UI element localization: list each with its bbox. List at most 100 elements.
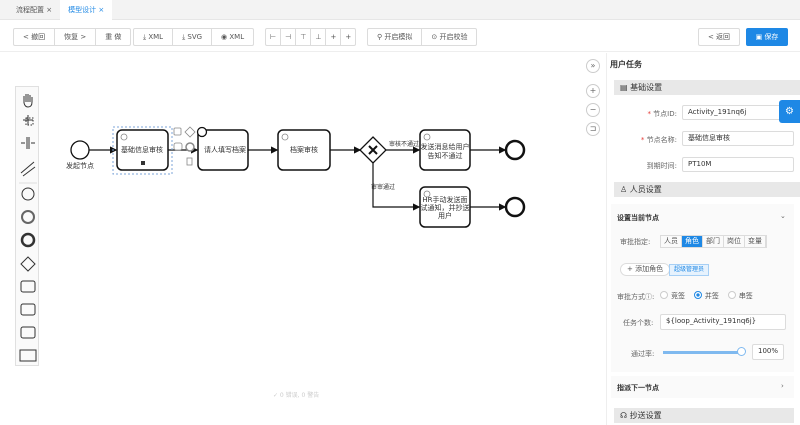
assign-type-segment: 人员 角色 部门 岗位 变量 — [660, 235, 767, 248]
document-icon: ▤ — [620, 83, 631, 92]
section-people[interactable]: ♙ 人员设置 — [614, 182, 800, 197]
task2-label: 请人填写档案 — [204, 145, 246, 154]
add-role-button[interactable]: + 添加角色 — [620, 263, 671, 276]
subprocess-icon[interactable] — [20, 326, 36, 339]
radio-parallel-label: 并签 — [704, 292, 719, 300]
gear-icon[interactable]: ⚙ — [779, 100, 800, 123]
undo-button[interactable]: < 撤回 — [14, 29, 56, 45]
task4-label-1: 发送消息给用户 — [421, 142, 470, 151]
assign-option-person[interactable]: 人员 — [661, 236, 682, 247]
task5-label-3: 用户 — [438, 211, 452, 220]
preview-xml-button[interactable]: ◉ XML — [221, 33, 245, 41]
task3-label: 档案审核 — [290, 145, 318, 154]
align-top-button[interactable]: ⊤ — [296, 29, 312, 45]
end-event-2[interactable] — [504, 196, 526, 218]
start-event-icon[interactable] — [21, 187, 35, 201]
simulate-button[interactable]: ⚲ 开启模拟 — [368, 29, 423, 45]
radio-serial[interactable] — [727, 291, 736, 299]
tool-palette — [15, 86, 39, 366]
space-tool-icon[interactable] — [21, 137, 35, 149]
section-people-label: 人员设置 — [629, 185, 662, 194]
task-icon[interactable] — [20, 280, 36, 293]
radio-parallel[interactable] — [693, 291, 702, 299]
assign-option-dept[interactable]: 部门 — [703, 236, 724, 247]
tab-process-config[interactable]: 流程配置 × — [16, 6, 53, 14]
node-id-label: 节点ID: — [653, 110, 677, 118]
align-center-button[interactable]: + — [326, 29, 342, 45]
node-name-input[interactable]: 基础信息审核 — [682, 131, 794, 146]
align-left-button[interactable]: ⊢ — [266, 29, 282, 45]
bpmn-canvas[interactable]: 发起节点 基础信息审核 请人填写档案 档案审核 发送消息给用户 告知不通过 HR… — [0, 53, 580, 425]
pool-icon[interactable] — [19, 349, 37, 362]
align-right-button[interactable]: ⊣ — [281, 29, 297, 45]
align-group: ⊢ ⊣ ⊤ ⊥ + + — [265, 28, 357, 46]
due-input[interactable]: PT10M — [682, 157, 794, 172]
chevron-down-icon[interactable]: ⌄ — [780, 212, 786, 220]
user-task-icon[interactable] — [20, 303, 36, 316]
collapse-panel-icon[interactable]: » — [586, 59, 600, 73]
radio-compete-label: 竞签 — [671, 292, 685, 300]
pass-rate-label: 通过率: — [631, 350, 655, 358]
pass-rate-slider-thumb[interactable] — [737, 347, 746, 356]
user-icon: ♙ — [620, 185, 630, 194]
align-bottom-button[interactable]: ⊥ — [311, 29, 327, 45]
section-cc-label: 抄送设置 — [629, 411, 662, 420]
back-button[interactable]: < 返回 — [698, 28, 740, 46]
task-basic-info-review[interactable] — [116, 129, 169, 171]
method-label: 审批方式ⓘ: — [617, 293, 655, 301]
export-group: ⤓ XML ⤓ SVG ◉ XML — [133, 28, 255, 46]
hand-tool-icon[interactable] — [23, 94, 33, 108]
fit-view-icon[interactable]: ⊐ — [586, 122, 600, 136]
download-xml-button[interactable]: ⤓ XML — [134, 29, 174, 45]
assign-option-variable[interactable]: 变量 — [745, 236, 766, 247]
node-id-input[interactable]: Activity_191nq6j — [682, 105, 794, 120]
exclusive-gateway[interactable] — [359, 136, 387, 164]
radio-compete[interactable] — [660, 291, 668, 299]
section-basic[interactable]: ▤ 基础设置 — [614, 80, 800, 95]
start-label: 发起节点 — [66, 161, 94, 170]
tab-model-design[interactable]: 模型设计 × — [60, 0, 113, 20]
connect-tool-icon[interactable] — [20, 161, 36, 177]
redo-button[interactable]: 恢复 > — [55, 29, 97, 45]
task-count-input[interactable]: ${loop_Activity_191nq6j} — [660, 314, 786, 330]
due-label: 到期时间: — [646, 162, 677, 170]
end-event-icon[interactable] — [20, 232, 36, 248]
task-archive-review[interactable] — [277, 129, 331, 171]
pass-rate-input[interactable]: 100% — [752, 344, 784, 360]
gateway-icon[interactable] — [20, 256, 36, 272]
section-basic-label: 基础设置 — [630, 83, 663, 92]
validation-status: ✓ 0 错误, 0 警告 — [273, 392, 320, 399]
panel-side-controls: » + − ⊐ — [580, 53, 607, 425]
role-tag[interactable]: 超级管理员 — [669, 264, 710, 276]
zoom-in-icon[interactable]: + — [586, 84, 600, 98]
end-event[interactable] — [504, 139, 526, 161]
download-svg-button[interactable]: ⤓ SVG — [173, 29, 213, 45]
align-middle-button[interactable]: + — [345, 33, 352, 41]
current-node-title[interactable]: 设置当前节点 — [617, 214, 659, 222]
panel-title: 用户任务 — [610, 60, 642, 69]
sim-group: ⚲ 开启模拟 ⊙ 开启校验 — [367, 28, 478, 46]
task4-label-2: 告知不通过 — [428, 151, 463, 160]
task-notify-reject[interactable] — [419, 129, 471, 171]
chevron-right-icon[interactable]: › — [781, 382, 784, 390]
flow-pass-label: 审审通过 — [371, 183, 395, 191]
tab-bar: 流程配置 × 模型设计 × — [0, 0, 800, 20]
validate-button[interactable]: ⊙ 开启校验 — [431, 33, 468, 41]
task5-label-1: HR手动发送面 — [422, 195, 467, 204]
lasso-tool-icon[interactable] — [23, 115, 34, 126]
zoom-out-icon[interactable]: − — [586, 103, 600, 117]
assign-option-role[interactable]: 角色 — [682, 236, 703, 247]
pass-rate-slider[interactable] — [663, 351, 741, 354]
start-event[interactable] — [70, 140, 90, 160]
redo-all-button[interactable]: 重 做 — [105, 33, 122, 41]
task-hr-notify[interactable] — [419, 186, 471, 228]
section-cc[interactable]: ☊ 抄送设置 — [614, 408, 794, 423]
next-node-section[interactable]: 指派下一节点 — [617, 384, 659, 392]
task-fill-archive[interactable] — [197, 129, 249, 171]
assign-option-post[interactable]: 岗位 — [724, 236, 745, 247]
history-group: < 撤回 恢复 > 重 做 — [13, 28, 132, 46]
save-button[interactable]: ▣ 保存 — [746, 28, 788, 46]
intermediate-event-icon[interactable] — [21, 210, 35, 224]
flow-reject-label: 审核不通过 — [389, 140, 419, 148]
assign-label: 审批指定: — [620, 238, 651, 246]
